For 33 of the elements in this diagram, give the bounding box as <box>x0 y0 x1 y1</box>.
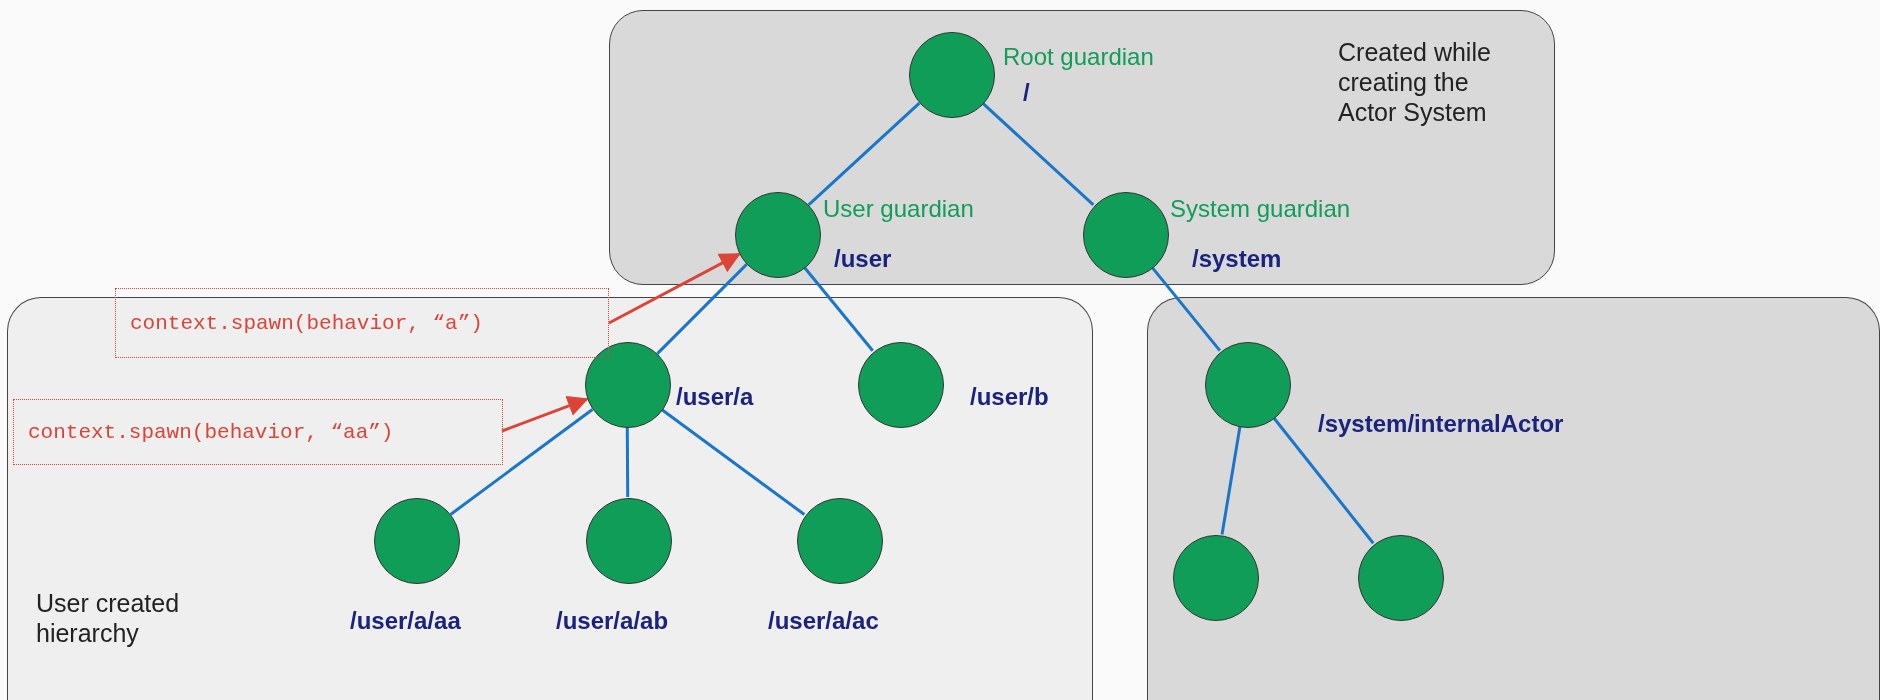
actor-path-label: /user/a <box>676 383 754 411</box>
group-panel <box>1147 297 1880 700</box>
group-caption: Created while creating the Actor System <box>1338 37 1492 127</box>
connector-line <box>656 263 748 355</box>
code-snippet-box: context.spawn(behavior, “a”) <box>115 288 609 358</box>
actor-path-label: /system/internalActor <box>1318 410 1564 438</box>
actor-circle <box>585 342 671 428</box>
arrow <box>608 252 741 325</box>
group-panel <box>609 10 1555 285</box>
actor-path-label: /user/a/aa <box>350 607 461 635</box>
connector-line <box>449 408 594 516</box>
connector-line <box>625 427 630 497</box>
group-panel <box>7 297 1093 700</box>
actor-path-label: /user/b <box>970 383 1049 411</box>
actor-circle <box>735 192 821 278</box>
group-caption: User created hierarchy <box>36 588 181 648</box>
actor-path-label: /system <box>1192 245 1282 273</box>
connector-line <box>803 266 874 352</box>
connector-line <box>660 408 806 516</box>
code-snippet-box: context.spawn(behavior, “aa”) <box>13 399 503 465</box>
actor-role-label: Root guardian <box>1003 43 1154 71</box>
connector-line <box>981 102 1095 206</box>
connector-line <box>807 102 921 206</box>
actor-path-label: /user <box>834 245 892 273</box>
actor-path-label: /user/a/ab <box>556 607 669 635</box>
actor-role-label: User guardian <box>823 195 974 223</box>
actor-role-label: System guardian <box>1170 195 1351 223</box>
connector-line <box>1272 416 1375 545</box>
arrow <box>501 395 589 433</box>
connector-line <box>1150 266 1222 352</box>
actor-path-label: / <box>1023 79 1030 107</box>
actor-path-label: /user/a/ac <box>768 607 879 635</box>
connector-line <box>1220 426 1242 535</box>
